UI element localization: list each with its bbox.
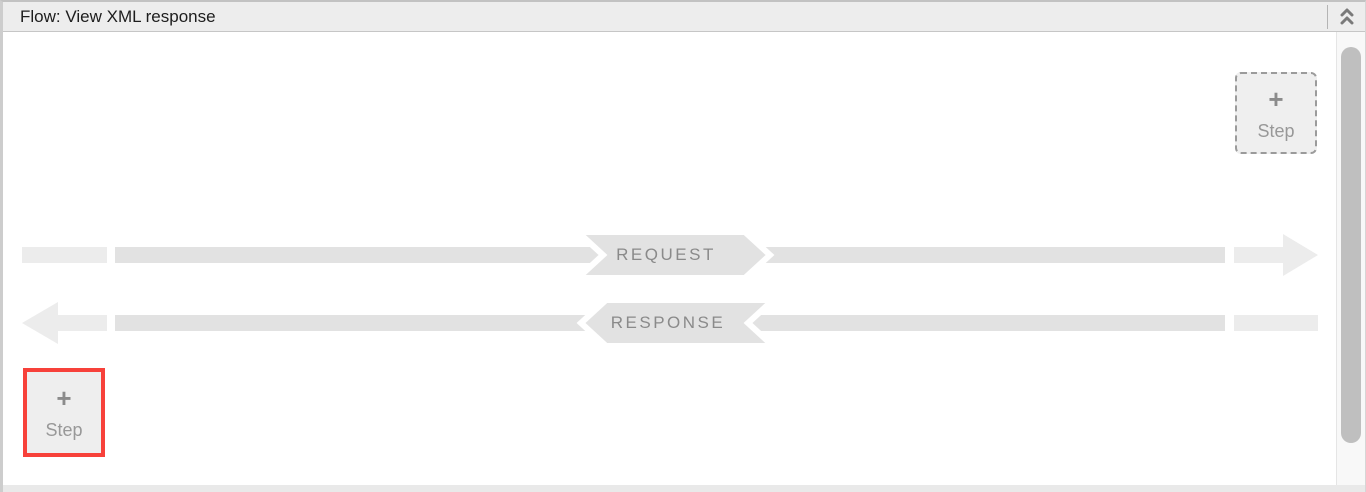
response-banner[interactable] — [576, 297, 781, 349]
request-lane-start-segment — [22, 247, 107, 263]
flow-canvas: REQUEST RESPONSE + Step + Step — [3, 32, 1365, 485]
add-step-button-bottom-highlighted[interactable]: + Step — [23, 368, 105, 457]
header-divider — [1327, 4, 1328, 29]
double-chevron-up-icon — [1340, 8, 1353, 25]
response-lane[interactable] — [22, 297, 1318, 349]
response-lane-end-segment — [1234, 315, 1318, 331]
request-arrow-right-icon — [1234, 234, 1318, 276]
plus-icon: + — [1268, 83, 1284, 114]
bottom-edge — [3, 485, 1365, 492]
collapse-panel-button[interactable] — [1328, 2, 1365, 31]
request-lane[interactable] — [22, 229, 1318, 281]
request-banner[interactable] — [570, 229, 775, 281]
response-arrow-left-icon — [22, 302, 107, 344]
panel-header: Flow: View XML response — [3, 2, 1365, 32]
add-step-label: Step — [45, 420, 83, 440]
plus-icon: + — [56, 383, 72, 413]
scrollbar-thumb[interactable] — [1341, 47, 1361, 443]
panel-title: Flow: View XML response — [20, 6, 216, 26]
add-step-button-top[interactable]: + Step — [1235, 72, 1317, 154]
vertical-scrollbar[interactable] — [1336, 32, 1365, 485]
add-step-label: Step — [1257, 120, 1295, 141]
